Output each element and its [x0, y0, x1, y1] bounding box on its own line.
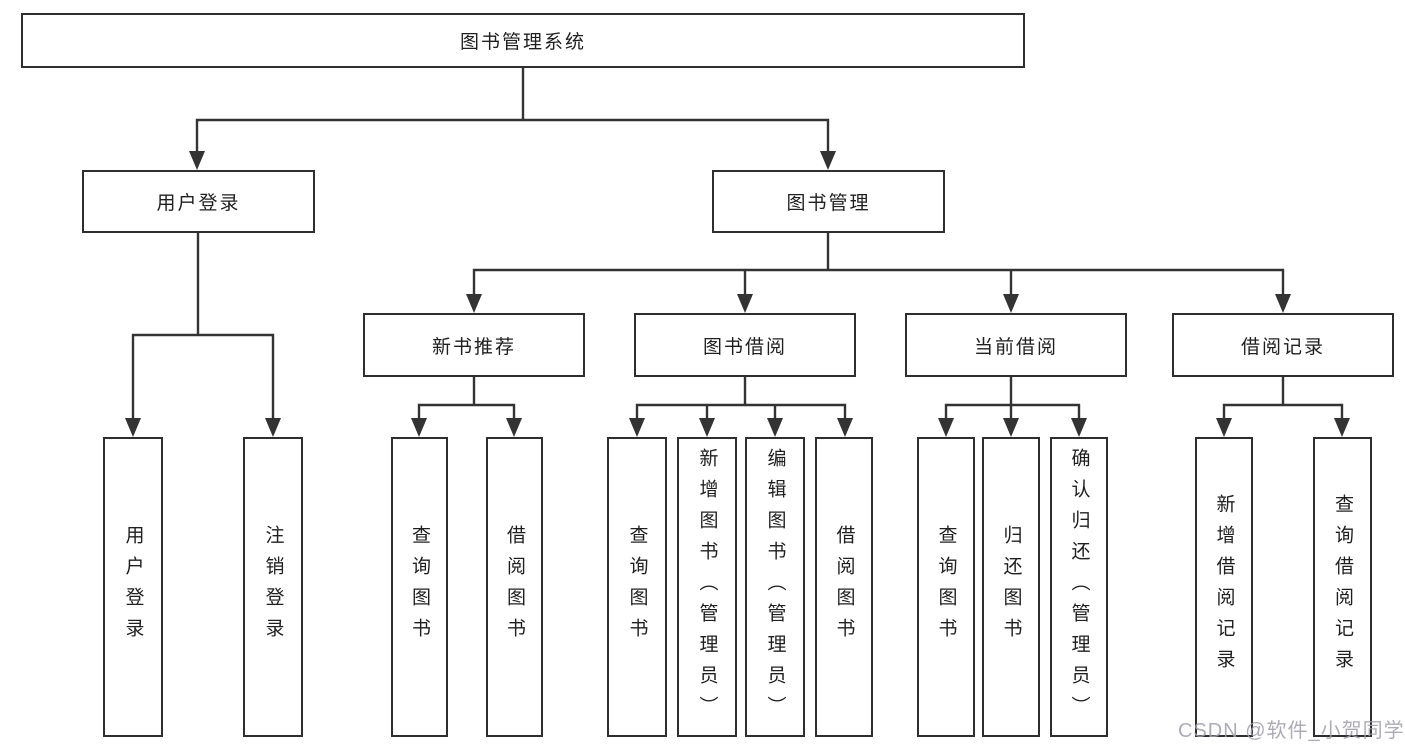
node-user-login-label: 用户登录: [156, 193, 241, 214]
leaf-recommend-borrow-books: 借阅图书: [486, 437, 543, 737]
connector-borrowing-to-children: [635, 377, 847, 421]
node-current-borrowing: 当前借阅: [905, 313, 1127, 377]
leaf-borrowing-query-books-label: 查询图书: [626, 525, 648, 649]
connector-records-to-children: [1222, 377, 1344, 421]
node-borrow-records: 借阅记录: [1172, 313, 1394, 377]
leaf-recommend-query-books-label: 查询图书: [409, 525, 430, 649]
node-new-book-recommend: 新书推荐: [363, 313, 585, 377]
leaf-add-books-admin: 新增图书（管理员）: [677, 437, 737, 737]
leaf-edit-books-admin-label: 编辑图书（管理员）: [764, 447, 786, 727]
node-user-login: 用户登录: [82, 170, 315, 233]
leaf-confirm-return-admin: 确认归还（管理员）: [1050, 437, 1108, 737]
leaf-query-borrow-record-label: 查询借阅记录: [1332, 494, 1353, 680]
connector-root-to-level2: [195, 68, 830, 154]
leaf-return-books: 归还图书: [982, 437, 1040, 737]
leaf-edit-books-admin: 编辑图书（管理员）: [745, 437, 805, 737]
node-root-label: 图书管理系统: [459, 32, 586, 53]
arrowheads: [125, 151, 1350, 437]
node-new-book-recommend-label: 新书推荐: [431, 336, 516, 358]
leaf-logout-label: 注销登录: [262, 525, 284, 649]
leaf-add-borrow-record: 新增借阅记录: [1195, 437, 1253, 737]
leaf-confirm-return-admin-label: 确认归还（管理员）: [1068, 447, 1090, 727]
leaf-recommend-borrow-books-label: 借阅图书: [504, 525, 525, 649]
leaf-add-borrow-record-label: 新增借阅记录: [1213, 494, 1235, 680]
node-book-management-label: 图书管理: [786, 193, 871, 214]
leaf-logout: 注销登录: [243, 437, 303, 737]
leaf-borrowing-query-books: 查询图书: [607, 437, 667, 737]
leaf-borrowing-borrow-books-label: 借阅图书: [833, 525, 855, 649]
node-root: 图书管理系统: [21, 13, 1025, 68]
leaf-borrowing-borrow-books: 借阅图书: [815, 437, 873, 737]
connector-login-to-children: [131, 233, 275, 421]
node-current-borrowing-label: 当前借阅: [973, 336, 1058, 358]
connector-recommend-to-children: [417, 377, 516, 421]
leaf-user-login: 用户登录: [103, 437, 163, 737]
leaf-user-login-label: 用户登录: [122, 525, 144, 649]
connector-current-to-children: [944, 377, 1081, 421]
connector-mgmt-to-groups: [472, 233, 1285, 297]
node-book-borrowing-label: 图书借阅: [702, 336, 787, 358]
node-borrow-records-label: 借阅记录: [1240, 336, 1325, 358]
leaf-current-query-books: 查询图书: [917, 437, 975, 737]
csdn-watermark: CSDN @软件_小贺同学: [1178, 720, 1405, 742]
leaf-current-query-books-label: 查询图书: [935, 525, 957, 649]
leaf-add-books-admin-label: 新增图书（管理员）: [696, 447, 718, 727]
leaf-query-borrow-record: 查询借阅记录: [1313, 437, 1372, 737]
leaf-recommend-query-books: 查询图书: [391, 437, 448, 737]
node-book-management: 图书管理: [712, 170, 945, 233]
node-book-borrowing: 图书借阅: [634, 313, 856, 377]
leaf-return-books-label: 归还图书: [1000, 525, 1022, 649]
